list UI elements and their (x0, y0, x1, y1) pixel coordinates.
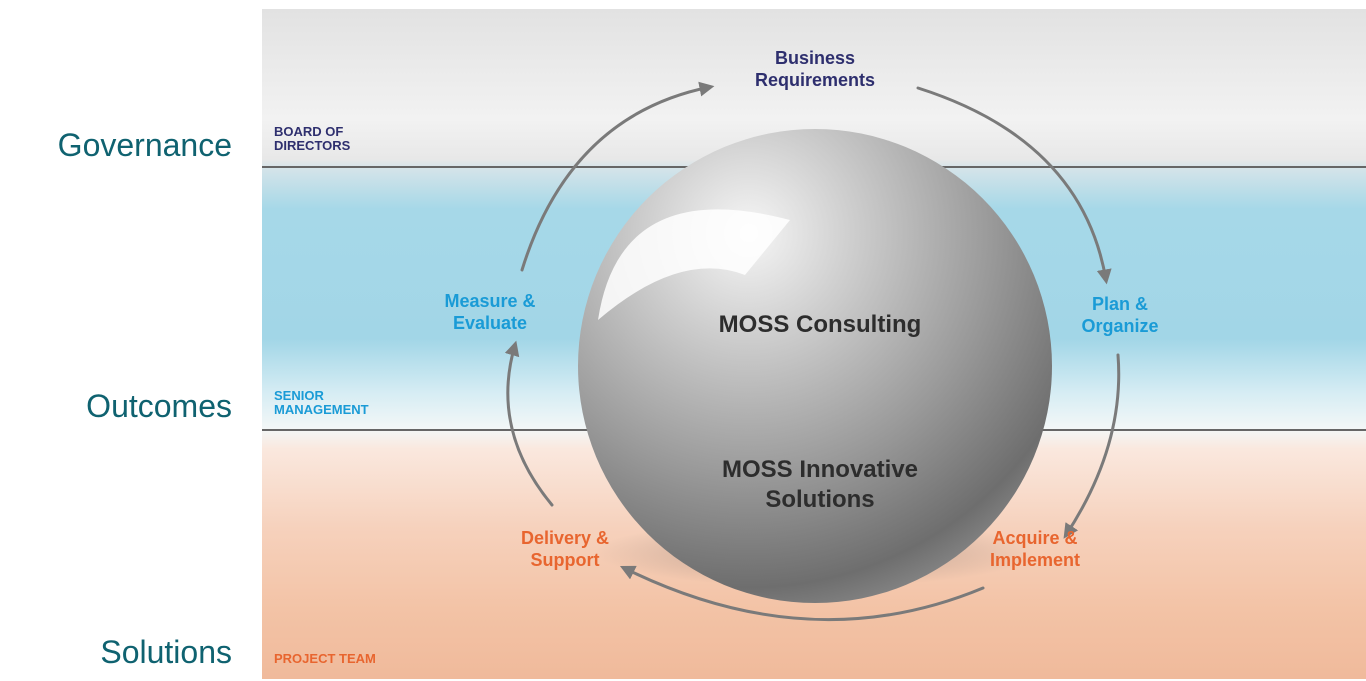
moss-innovative-solutions-label: MOSS Innovative Solutions (721, 456, 919, 513)
arrow-plan-to-acquire (1063, 353, 1121, 539)
board-of-directors-label: BOARD OF DIRECTORS (274, 124, 351, 153)
plan-organize-label: Plan & Organize (1081, 294, 1159, 336)
business-requirements-label: Business Requirements (754, 48, 876, 90)
governance-label: Governance (57, 127, 232, 163)
project-team-label: PROJECT TEAM (274, 651, 376, 666)
measure-evaluate-label: Measure & Evaluate (444, 291, 536, 333)
senior-management-label: SENIOR MANAGEMENT (274, 388, 369, 417)
outcomes-label: Outcomes (86, 388, 232, 424)
arrow-measure-to-requirements (520, 81, 715, 272)
arrow-delivery-to-measure (504, 340, 554, 507)
arrow-requirements-to-plan (916, 86, 1112, 285)
solutions-label: Solutions (100, 634, 232, 670)
arrow-acquire-to-delivery (619, 565, 985, 622)
delivery-support-label: Delivery & Support (520, 528, 610, 570)
sphere-highlight (598, 209, 790, 320)
acquire-implement-label: Acquire & Implement (989, 528, 1081, 570)
moss-consulting-label: MOSS Consulting (718, 311, 922, 338)
